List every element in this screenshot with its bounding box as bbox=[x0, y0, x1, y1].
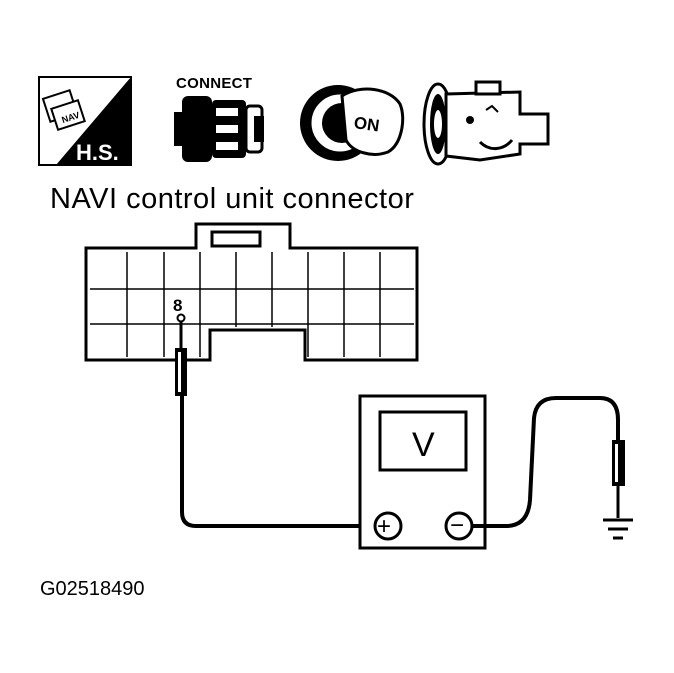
ground-symbol bbox=[603, 518, 633, 540]
voltmeter-unit: V bbox=[412, 426, 435, 464]
terminal-number: 8 bbox=[173, 296, 182, 315]
positive-lead bbox=[180, 396, 373, 528]
harness-side-label: H.S. bbox=[76, 140, 119, 165]
figure-id: G02518490 bbox=[40, 578, 145, 600]
voltmeter-display bbox=[378, 410, 468, 472]
negative-probe bbox=[612, 440, 625, 518]
harness-side-icon: NAV H.S. bbox=[38, 76, 132, 166]
connect-icon bbox=[174, 96, 264, 162]
positive-probe bbox=[175, 321, 187, 396]
ignition-on-icon: ON bbox=[300, 85, 405, 161]
negative-lead bbox=[472, 396, 620, 528]
engine-icon bbox=[422, 80, 550, 166]
connect-label: CONNECT bbox=[176, 75, 253, 92]
navi-connector bbox=[84, 222, 419, 362]
connector-lock-tab bbox=[210, 230, 262, 248]
negative-terminal-sign: − bbox=[450, 512, 464, 539]
positive-terminal bbox=[373, 511, 403, 541]
terminal-8-point bbox=[176, 313, 186, 323]
positive-terminal-sign: + bbox=[377, 513, 391, 540]
ignition-on-label: ON bbox=[353, 113, 381, 135]
diagram-title: NAVI control unit connector bbox=[50, 183, 415, 215]
